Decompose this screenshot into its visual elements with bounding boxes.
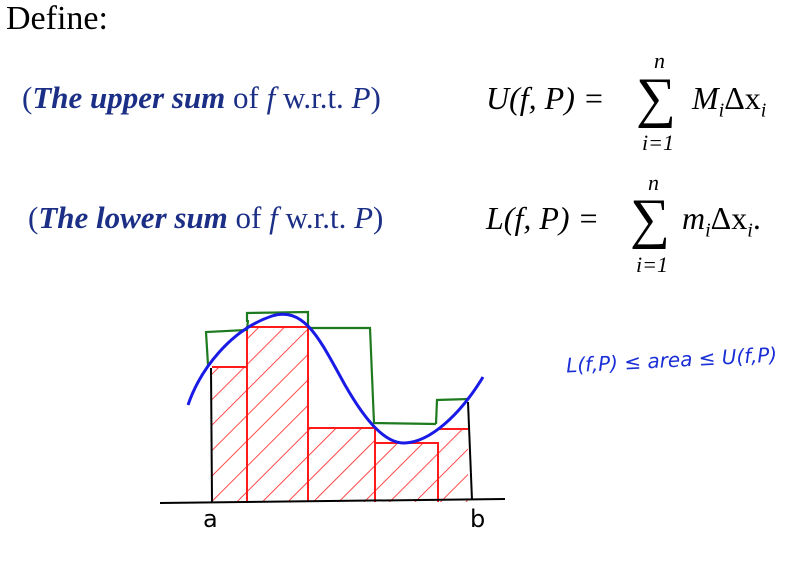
of-text: of [227, 200, 270, 235]
function-curve [186, 312, 485, 445]
lower-term-delta: Δx [710, 200, 748, 236]
lower-sum-term: miΔxi. [682, 200, 761, 242]
upper-sum-term: MiΔxi [692, 80, 766, 122]
partition-symbol: P [354, 200, 374, 235]
upper-sum-rectangles [204, 310, 470, 426]
upper-sum-label: (The upper sum of f w.r.t. P) [22, 80, 381, 116]
upper-sum-lhs: U(f, P) = [486, 80, 604, 117]
lower-sum-label: (The lower sum of f w.r.t. P) [28, 200, 383, 236]
close-paren: ) [370, 80, 381, 115]
close-paren: ) [373, 200, 384, 235]
lower-sum-args: (f, P) = [503, 200, 600, 236]
wrt-text: w.r.t. [277, 200, 355, 235]
label-b: b [470, 505, 486, 533]
upper-top-limit: n [654, 48, 665, 73]
upper-term-main: M [692, 80, 719, 116]
open-paren: ( [28, 200, 39, 235]
upper-bottom-limit: i=1 [642, 130, 674, 155]
upper-term-sub2: i [760, 99, 767, 122]
lower-sum-lhs: L(f, P) = [486, 200, 599, 237]
lower-term-end: . [752, 200, 761, 236]
upper-sum-symbol: U [486, 80, 510, 116]
lower-bottom-limit: i=1 [636, 252, 668, 277]
lower-sum-hatching [212, 327, 468, 502]
lower-sum-name: The lower sum [38, 200, 228, 235]
function-symbol: f [266, 80, 276, 115]
upper-sum-name: The upper sum [32, 80, 226, 115]
of-text: of [225, 80, 267, 115]
lower-sum-symbol: L [486, 200, 504, 236]
upper-sigma-symbol: ∑ [636, 67, 676, 129]
upper-sum-args: (f, P) = [509, 80, 605, 116]
lower-top-limit: n [648, 170, 659, 195]
axis-and-edges [159, 367, 506, 504]
open-paren: ( [22, 80, 33, 115]
upper-term-delta: Δx [724, 80, 761, 116]
function-symbol: f [269, 200, 278, 235]
lower-sigma-symbol: ∑ [630, 188, 670, 250]
lower-term-main: m [682, 200, 706, 236]
partition-symbol: P [351, 80, 371, 115]
upper-term-sub: i [718, 99, 725, 122]
lower-term-sub: i [705, 219, 711, 242]
wrt-text: w.r.t. [275, 80, 352, 115]
define-heading: Define: [6, 0, 108, 37]
label-a: a [203, 505, 218, 533]
lower-term-sub2: i [747, 219, 753, 242]
